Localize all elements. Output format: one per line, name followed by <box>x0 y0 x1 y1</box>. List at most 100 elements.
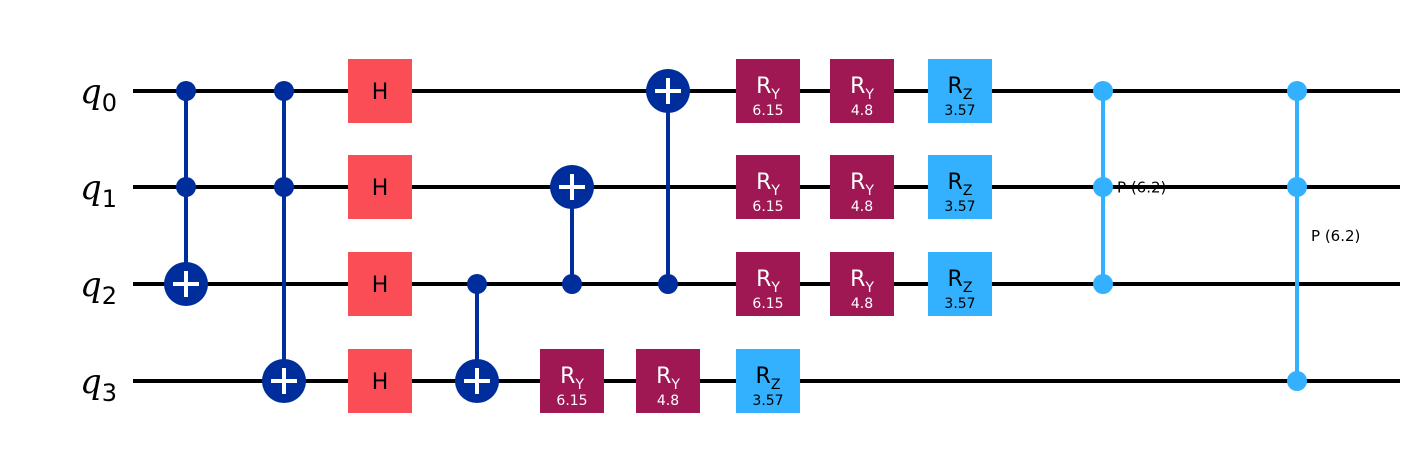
gate-box <box>736 349 800 413</box>
gate-axis: Y <box>770 87 780 103</box>
gate-name: R <box>948 74 963 99</box>
control-dot <box>176 81 196 101</box>
gate-parameter: 4.8 <box>851 103 873 119</box>
target-oplus <box>646 69 690 113</box>
gate-box <box>736 59 800 123</box>
gate-box <box>830 155 894 219</box>
qubit-label-0: q0 <box>80 72 117 117</box>
gate-axis: Y <box>864 183 874 199</box>
gate-label: RY <box>850 74 874 103</box>
gate-label: RZ <box>756 364 781 393</box>
gate-label: RY <box>756 170 780 199</box>
gate-axis: Z <box>963 280 973 296</box>
gate-name: H <box>372 176 389 201</box>
gate-parameter: 3.57 <box>944 103 975 119</box>
gate-parameter: 4.8 <box>657 393 679 409</box>
gate-label: RZ <box>948 267 973 296</box>
rz-gate: RZ3.57 <box>928 252 992 316</box>
ry-gate: RY4.8 <box>830 59 894 123</box>
gate-parameter: 6.15 <box>752 199 783 215</box>
qubit-letter: q <box>80 265 102 305</box>
qubit-index: 2 <box>102 282 117 310</box>
gate-name: R <box>948 170 963 195</box>
gate-axis: Z <box>771 377 781 393</box>
ry-gate: RY4.8 <box>636 349 700 413</box>
gate-parameter: 6.15 <box>752 296 783 312</box>
gate-label: RY <box>756 74 780 103</box>
gate-box <box>736 252 800 316</box>
gate-label: RY <box>850 170 874 199</box>
control-dot <box>562 274 582 294</box>
toffoli-gate <box>262 81 306 403</box>
qubit-index: 0 <box>102 89 117 117</box>
gate-name: R <box>756 74 771 99</box>
gate-box <box>928 59 992 123</box>
gate-label: H <box>372 370 389 395</box>
phase-label: P (6.2) <box>1311 227 1360 245</box>
gate-name: R <box>850 74 865 99</box>
gate-label: RY <box>656 364 680 393</box>
qubit-index: 3 <box>102 379 117 407</box>
gate-parameter: 4.8 <box>851 296 873 312</box>
ry-gate: RY4.8 <box>830 155 894 219</box>
qubit-label-3: q3 <box>80 362 117 407</box>
gate-name: R <box>756 267 771 292</box>
gate-box <box>636 349 700 413</box>
gate-name: R <box>756 170 771 195</box>
ry-gate: RY6.15 <box>736 59 800 123</box>
qubit-letter: q <box>80 362 102 402</box>
gate-parameter: 4.8 <box>851 199 873 215</box>
phase-dot <box>1287 371 1307 391</box>
h-gate: H <box>348 59 412 123</box>
qubit-letter: q <box>80 72 102 112</box>
gate-name: R <box>850 170 865 195</box>
ry-gate: RY4.8 <box>830 252 894 316</box>
gate-axis: Y <box>670 377 680 393</box>
gate-box <box>928 155 992 219</box>
phase-dot <box>1287 81 1307 101</box>
ry-gate: RY6.15 <box>736 252 800 316</box>
gate-box <box>830 59 894 123</box>
gate-box <box>348 59 412 123</box>
gate-box <box>540 349 604 413</box>
gate-name: R <box>756 364 771 389</box>
control-dot <box>274 81 294 101</box>
qubit-letter: q <box>80 168 102 208</box>
qubit-label-1: q1 <box>80 168 117 213</box>
h-gate: H <box>348 155 412 219</box>
toffoli-gate <box>164 81 208 306</box>
gate-box <box>830 252 894 316</box>
gate-axis: Y <box>770 183 780 199</box>
gate-label: RZ <box>948 74 973 103</box>
phase-dot <box>1093 274 1113 294</box>
controlled-phase-gate: P (6.2) <box>1287 81 1360 391</box>
qubit-wires <box>133 89 1400 383</box>
gate-box <box>348 155 412 219</box>
control-dot <box>658 274 678 294</box>
control-dot <box>274 177 294 197</box>
gate-parameter: 6.15 <box>752 103 783 119</box>
control-dot <box>176 177 196 197</box>
gate-name: R <box>850 267 865 292</box>
phase-dot <box>1093 177 1113 197</box>
gate-label: H <box>372 80 389 105</box>
controlled-phase-gate: P (6.2) <box>1093 81 1166 294</box>
gate-label: RZ <box>948 170 973 199</box>
cnot-gate <box>455 274 499 403</box>
gate-name: H <box>372 80 389 105</box>
ry-gate: RY6.15 <box>736 155 800 219</box>
qubit-index: 1 <box>102 185 117 213</box>
gate-parameter: 6.15 <box>556 393 587 409</box>
gate-box <box>736 155 800 219</box>
gate-name: H <box>372 370 389 395</box>
cnot-gate <box>550 165 594 294</box>
target-oplus <box>262 359 306 403</box>
gate-axis: Y <box>770 280 780 296</box>
gate-axis: Y <box>864 87 874 103</box>
gate-parameter: 3.57 <box>944 296 975 312</box>
gate-box <box>928 252 992 316</box>
gate-label: RY <box>756 267 780 296</box>
gate-parameter: 3.57 <box>944 199 975 215</box>
